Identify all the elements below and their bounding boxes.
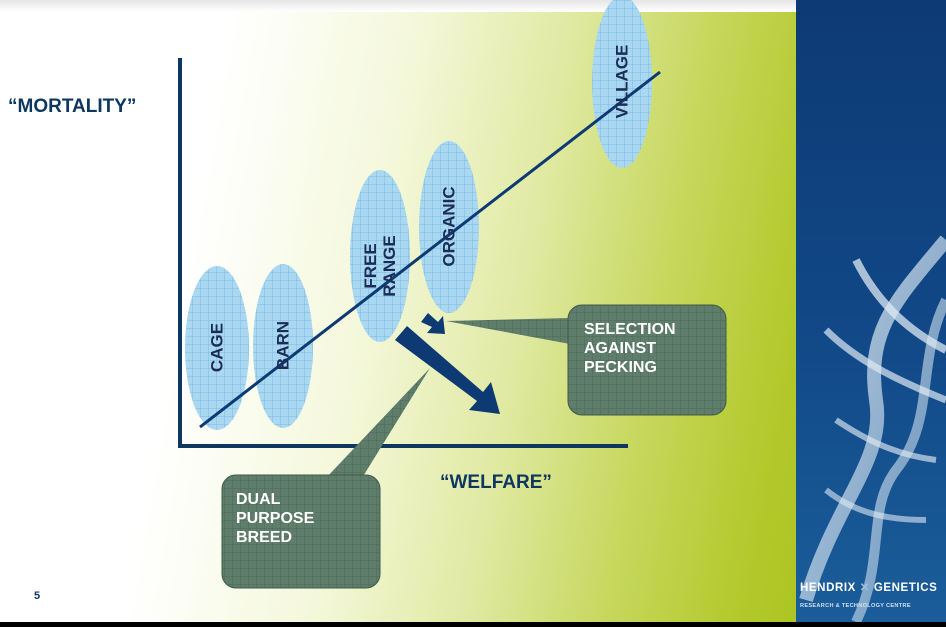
ellipse-organic	[419, 141, 479, 313]
top-strip	[0, 0, 800, 12]
label-organic: ORGANIC	[439, 186, 459, 267]
dual-callout-text: DUAL PURPOSE BREED	[236, 491, 315, 546]
logo-name-right: GENETICS	[873, 582, 938, 594]
ellipse-barn	[253, 264, 313, 428]
logo-swoosh-icon: ✕	[859, 582, 871, 594]
label-village: VILLAGE	[612, 44, 632, 119]
dual-callout-box	[221, 474, 381, 589]
brand-panel	[796, 0, 946, 622]
trend-line	[199, 70, 661, 429]
ellipse-village	[592, 0, 652, 168]
page-number: 5	[34, 590, 41, 602]
selection-callout-pointer	[446, 318, 570, 344]
selection-callout-box	[567, 304, 727, 416]
label-barn: BARN	[273, 320, 293, 371]
dual-callout-pointer	[326, 368, 430, 478]
company-logo: HENDRIX ✕ GENETICS	[800, 580, 946, 594]
bottom-bar	[0, 622, 946, 627]
y-axis-label: “MORTALITY”	[8, 96, 137, 117]
welfare-diagram	[178, 0, 727, 589]
logo-name-left: HENDRIX	[800, 582, 856, 594]
x-axis-label: “WELFARE”	[440, 472, 552, 493]
selection-callout-text: SELECTION AGAINST PECKING	[584, 321, 676, 376]
ellipse-cage	[185, 266, 249, 430]
shift-arrow	[395, 326, 500, 414]
label-free-range: FREE RANGE	[361, 235, 399, 297]
small-arrow	[421, 313, 445, 334]
dna-helix-graphic	[799, 235, 946, 622]
label-cage: CAGE	[207, 322, 227, 373]
logo-subtitle: RESEARCH & TECHNOLOGY CENTRE	[800, 603, 911, 609]
